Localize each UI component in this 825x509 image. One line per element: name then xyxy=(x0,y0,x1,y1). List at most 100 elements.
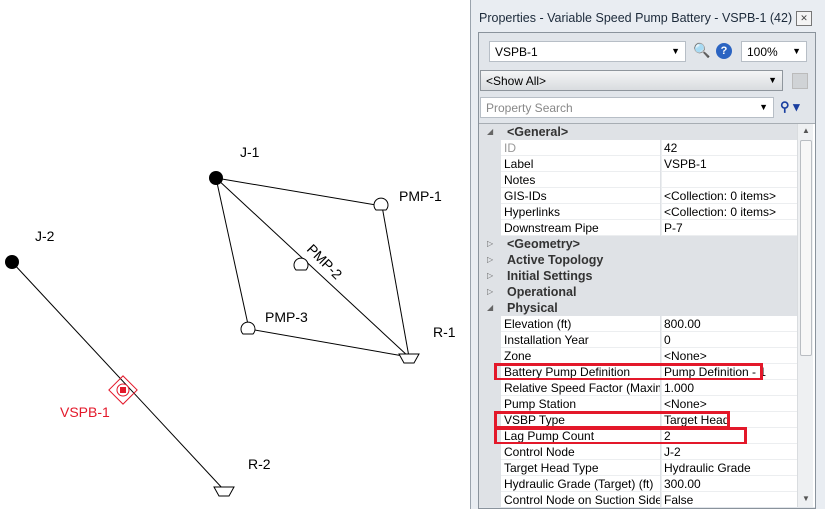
category-row[interactable]: ▷ Operational xyxy=(479,284,797,300)
expand-icon[interactable]: ▷ xyxy=(487,239,494,248)
property-row[interactable]: Hyperlinks<Collection: 0 items> xyxy=(479,204,797,220)
element-select[interactable]: VSPB-1 ▼ xyxy=(489,41,686,62)
property-name: ID xyxy=(501,140,660,156)
property-row[interactable]: Pump Station<None> xyxy=(479,396,797,412)
property-row[interactable]: Relative Speed Factor (Maximum)1.000 xyxy=(479,380,797,396)
pipes xyxy=(11,177,410,491)
category-label: Active Topology xyxy=(507,253,604,267)
expand-icon[interactable]: ▷ xyxy=(487,271,494,280)
category-label: Initial Settings xyxy=(507,269,593,283)
reservoir-r1-icon[interactable] xyxy=(398,353,420,364)
junction-j1[interactable] xyxy=(209,171,223,185)
filter-select[interactable]: <Show All> ▼ xyxy=(480,70,783,91)
property-value[interactable]: <None> xyxy=(661,348,797,364)
property-name: Hydraulic Grade (Target) (ft) xyxy=(501,476,660,492)
label-r1: R-1 xyxy=(433,324,456,340)
property-name: Notes xyxy=(501,172,660,188)
close-icon[interactable]: ✕ xyxy=(796,11,812,26)
properties-body: VSPB-1 ▼ 🔍 ? 100% ▼ <Show All> ▼ Property S… xyxy=(478,32,816,509)
property-value[interactable]: P-7 xyxy=(661,220,797,236)
property-row[interactable]: Hydraulic Grade (Target) (ft)300.00 xyxy=(479,476,797,492)
property-name: Relative Speed Factor (Maximum) xyxy=(501,380,660,396)
junction-j2[interactable] xyxy=(5,255,19,269)
element-select-value: VSPB-1 xyxy=(495,45,538,59)
category-label: <Geometry> xyxy=(507,237,580,251)
reservoir-r2-icon[interactable] xyxy=(213,486,235,497)
category-row[interactable]: ◢Physical xyxy=(479,300,797,316)
network-drawing[interactable]: J-1 J-2 PMP-1 PMP-2 PMP-3 R-1 R-2 VSPB-1 xyxy=(0,0,470,509)
label-pmp2: PMP-2 xyxy=(304,241,346,283)
property-value[interactable]: 42 xyxy=(661,140,797,156)
property-value[interactable]: 300.00 xyxy=(661,476,797,492)
property-value[interactable]: VSPB-1 xyxy=(661,156,797,172)
property-value[interactable]: <Collection: 0 items> xyxy=(661,204,797,220)
zoom-to-icon[interactable]: 🔍 xyxy=(693,42,711,58)
pipe[interactable] xyxy=(248,328,410,358)
property-name: Elevation (ft) xyxy=(501,316,660,332)
collapse-icon[interactable]: ◢ xyxy=(487,127,494,136)
property-row[interactable]: Elevation (ft)800.00 xyxy=(479,316,797,332)
label-j1: J-1 xyxy=(240,144,260,160)
property-search-input[interactable]: Property Search▼ xyxy=(480,97,774,118)
pipe[interactable] xyxy=(381,205,410,358)
properties-panel: Properties - Variable Speed Pump Battery… xyxy=(470,0,825,509)
property-value[interactable]: 0 xyxy=(661,332,797,348)
search-icon[interactable]: ⚲ ▾ xyxy=(780,99,800,114)
property-name: Control Node xyxy=(501,444,660,460)
category-row[interactable]: ▷ Active Topology xyxy=(479,252,797,268)
pump-pmp1-icon[interactable] xyxy=(373,197,389,211)
property-value[interactable]: 1.000 xyxy=(661,380,797,396)
zoom-select[interactable]: 100% ▼ xyxy=(741,41,807,62)
category-label: Operational xyxy=(507,285,577,299)
property-value[interactable]: False xyxy=(661,492,797,507)
panel-title: Properties - Variable Speed Pump Battery… xyxy=(479,11,793,25)
zoom-value: 100% xyxy=(747,45,778,59)
property-name: Label xyxy=(501,156,660,172)
pipe[interactable] xyxy=(215,177,250,330)
property-row[interactable]: GIS-IDs<Collection: 0 items> xyxy=(479,188,797,204)
search-placeholder: Property Search xyxy=(486,101,573,115)
scrollbar[interactable]: ▲ ▼ xyxy=(797,124,813,507)
scrollbar-thumb[interactable] xyxy=(800,140,812,356)
chevron-down-icon: ▼ xyxy=(768,75,777,85)
pump-pmp3-icon[interactable] xyxy=(240,321,256,335)
property-row[interactable]: Control Node on Suction Side?False xyxy=(479,492,797,507)
edit-icon[interactable] xyxy=(792,73,808,89)
pipe[interactable] xyxy=(215,177,383,207)
collapse-icon[interactable]: ◢ xyxy=(487,303,494,312)
chevron-down-icon: ▼ xyxy=(792,46,801,56)
property-value[interactable]: <Collection: 0 items> xyxy=(661,188,797,204)
property-value[interactable] xyxy=(661,172,797,188)
property-row[interactable]: Zone<None> xyxy=(479,348,797,364)
category-row[interactable]: ▷ <Geometry> xyxy=(479,236,797,252)
help-icon[interactable]: ? xyxy=(716,43,732,59)
chevron-down-icon: ▼ xyxy=(671,46,680,56)
category-row[interactable]: ▷ Initial Settings xyxy=(479,268,797,284)
property-row[interactable]: Notes xyxy=(479,172,797,188)
filter-select-value: <Show All> xyxy=(486,74,547,88)
pipe[interactable] xyxy=(11,261,225,491)
property-value[interactable]: J-2 xyxy=(661,444,797,460)
category-label: <General> xyxy=(507,125,569,139)
property-name: Hyperlinks xyxy=(501,204,660,220)
vspb1-icon[interactable] xyxy=(108,375,138,405)
pipe[interactable] xyxy=(215,177,410,358)
label-pmp3: PMP-3 xyxy=(265,309,308,325)
property-value[interactable]: 800.00 xyxy=(661,316,797,332)
category-row[interactable]: ◢ <General> xyxy=(479,124,797,140)
label-pmp1: PMP-1 xyxy=(399,188,442,204)
property-value[interactable]: <None> xyxy=(661,396,797,412)
property-value[interactable]: Hydraulic Grade xyxy=(661,460,797,476)
expand-icon[interactable]: ▷ xyxy=(487,287,494,296)
property-name: GIS-IDs xyxy=(501,188,660,204)
expand-icon[interactable]: ▷ xyxy=(487,255,494,264)
property-name: Control Node on Suction Side? xyxy=(501,492,660,507)
pump-pmp2-icon[interactable] xyxy=(293,257,309,271)
